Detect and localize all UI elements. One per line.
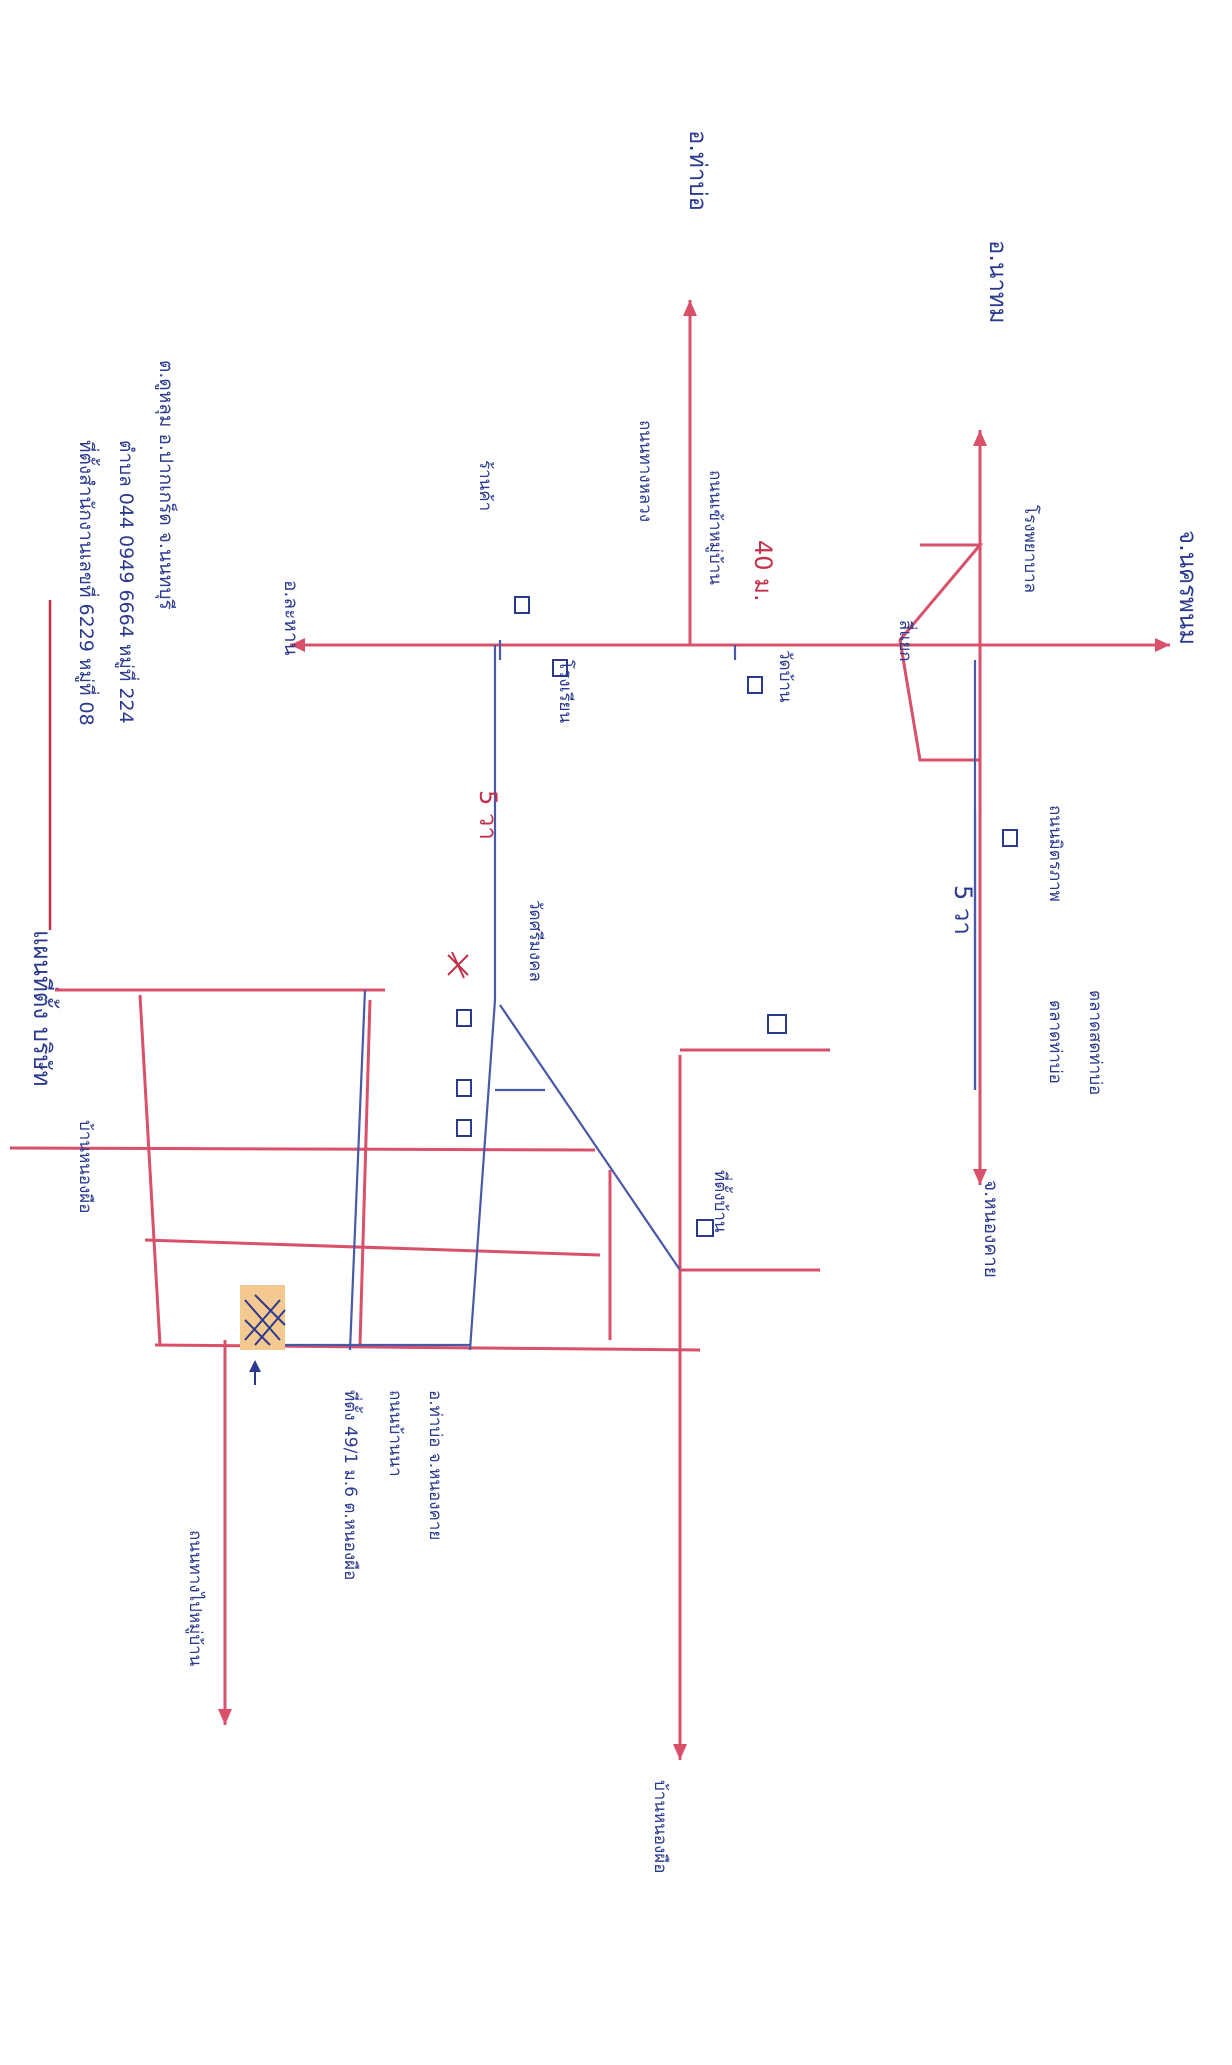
label-amphoe-top-right: อ.ท่าบ่อ	[684, 130, 712, 211]
marker-box-9	[696, 1219, 714, 1237]
markers	[447, 596, 1018, 1237]
label-site-note-2: ถนนบ้านนา	[385, 1390, 405, 1477]
label-junction: สี่แยก	[895, 620, 918, 662]
marker-box-1	[514, 596, 530, 614]
junction-shape	[898, 543, 984, 762]
label-school-2: วัดบ้าน	[775, 650, 795, 703]
header-line-3: ต.ดูหลุม อ.ปากเกร็ด จ.นนทบุรี	[154, 360, 179, 610]
grid-v2	[358, 999, 372, 1346]
marker-box-7	[456, 1119, 472, 1137]
site-pointer-arrow	[249, 1360, 261, 1372]
blue-road-3	[348, 989, 367, 1351]
site-hatch	[244, 1294, 286, 1346]
label-amphoe-left: อ.ละหาน	[280, 580, 302, 655]
label-5wa-top: 5 วา	[474, 790, 502, 840]
label-hospital: โรงพยาบาล	[1020, 505, 1041, 593]
site-location	[240, 1285, 286, 1385]
label-pointer: ที่ตั้งบ้าน	[710, 1170, 733, 1233]
header-line-1: ที่ตั้งสำนักงานเลขที่ 6229 หมู่ที่ 08	[75, 440, 100, 726]
label-5wa-bottom: 5 วา	[949, 885, 977, 935]
label-bottom-a: ถนนทางไปหมู่บ้าน	[185, 1530, 206, 1667]
arrow-left-top	[290, 638, 305, 652]
label-school-1: โรงเรียน	[555, 660, 576, 723]
label-road-1: ถนนทางหลวง	[635, 420, 655, 522]
label-amphoe-right: อ.นาทม	[984, 240, 1012, 324]
label-market: ร้านค้า	[475, 460, 495, 511]
diagonal-road	[499, 1004, 681, 1271]
marker-box-6	[456, 1079, 472, 1097]
label-village-left: บ้านหนองผือ	[75, 1120, 95, 1213]
star-marker	[447, 951, 469, 979]
header-line-2: ตำบล 044 0949 6664 หมู่ที่ 224	[115, 440, 140, 724]
label-town-bottom-right: จ.นครพนม	[1174, 530, 1202, 645]
label-corner-note: ตลาดท่าบ่อ	[1045, 1000, 1065, 1084]
marker-box-8	[767, 1014, 787, 1034]
label-distance-40: 40 ม.	[749, 540, 777, 602]
map-labels: อ.ท่าบ่อ อ.นาทม อ.ละหาน จ.นครพนม จ.หนองค…	[75, 130, 1202, 1873]
label-temple: วัดศรีมงคล	[525, 900, 545, 982]
label-bottom-b: บ้านหนองผือ	[650, 1780, 670, 1873]
marker-box-2	[552, 659, 568, 677]
map-title: แผนที่ตั้ง บริษัท	[28, 930, 60, 1086]
marker-box-4	[1002, 829, 1018, 847]
label-site-note: ที่ตั้ง 49/1 ม.6 ต.หนองผือ	[340, 1390, 363, 1580]
label-site-note-3: อ.ท่าบ่อ จ.หนองคาย	[425, 1390, 445, 1540]
grid-v1	[138, 994, 162, 1346]
label-road-2: ถนนเข้าหมู่บ้าน	[705, 470, 725, 585]
arrow-right-top	[1155, 638, 1170, 652]
blue-road-2	[468, 999, 497, 1351]
header-notes: แผนที่ตั้ง บริษัท ที่ตั้งสำนักงานเลขที่ …	[28, 360, 179, 1086]
marker-box-5	[456, 1009, 472, 1027]
grid-h3	[144, 1238, 601, 1257]
label-highway: ถนนมิตรภาพ	[1045, 805, 1065, 902]
label-amphoe-bottom: จ.หนองคาย	[980, 1180, 1002, 1278]
grid-h2	[9, 1146, 596, 1152]
marker-box-3	[747, 676, 763, 694]
main-roads	[9, 300, 1170, 1760]
label-shop: ตลาดสดท่าบ่อ	[1085, 990, 1105, 1095]
